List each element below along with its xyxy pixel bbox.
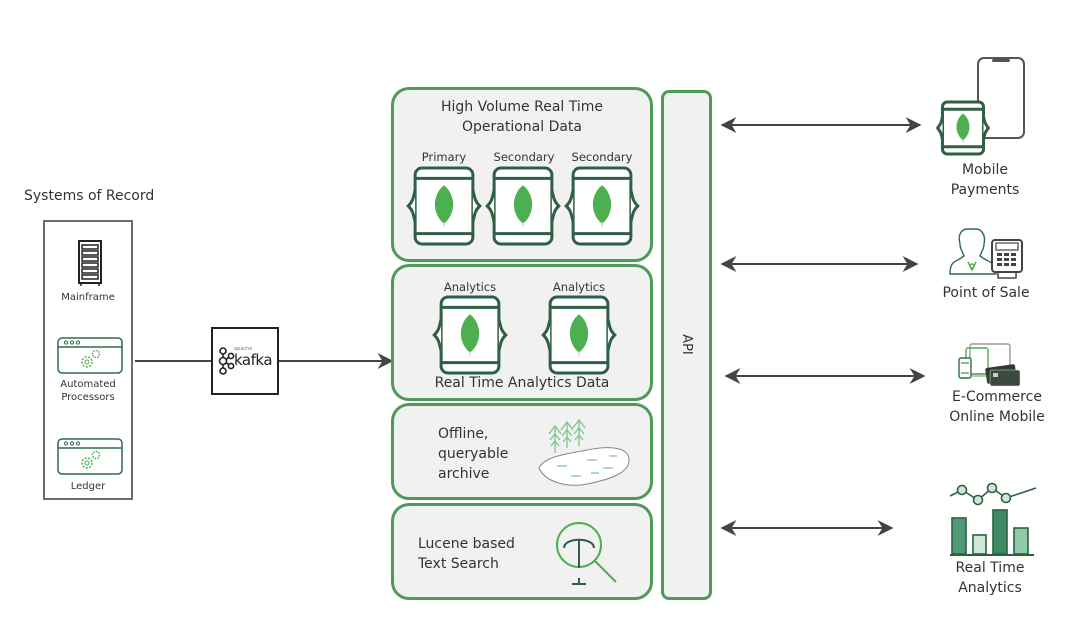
kafka-logo-icon [218, 347, 235, 375]
node-label-secondary-1: Secondary [493, 150, 555, 164]
automated-processors-label: Automated Processors [60, 379, 116, 403]
left-brace [406, 189, 417, 223]
right-brace [606, 318, 617, 352]
right-brace [550, 189, 561, 223]
app-window-gears-icon [57, 337, 123, 374]
left-brace [541, 318, 552, 352]
client-label-ecommerce: E-Commerce Online Mobile [949, 389, 1045, 425]
right-brace [497, 318, 508, 352]
data-lake-icon [538, 418, 630, 486]
mainframe-label: Mainframe [61, 292, 115, 303]
api-bar [661, 90, 712, 600]
client-label-point-of-sale: Point of Sale [942, 285, 1030, 301]
mongodb-node-icon [935, 100, 991, 156]
left-brace [564, 189, 575, 223]
kafka-sublabel: apache [234, 346, 253, 352]
archive-panel: Offline, queryable archive [391, 403, 653, 500]
mongodb-node-icon [541, 295, 617, 375]
systems-of-record-box: Mainframe Automated Processors Ledger [43, 220, 133, 500]
mongodb-node-icon [485, 166, 561, 246]
analytics-panel-title: Real Time Analytics Data [434, 375, 610, 391]
text-search-panel-text: Lucene based Text Search [418, 536, 515, 572]
client-label-mobile-payments: Mobile Payments [950, 162, 1020, 198]
mobile-payments-icon [977, 57, 1025, 139]
right-brace [629, 189, 640, 223]
leaf [434, 185, 454, 224]
client-label-real-time-analytics: Real Time Analytics [955, 560, 1025, 596]
systems-of-record-title: Systems of Record [24, 188, 155, 204]
node-label-analytics-2: Analytics [552, 280, 606, 294]
analytics-data-panel: Analytics Analytics Real Time Analytics … [391, 264, 653, 401]
ecommerce-icon [958, 343, 1021, 387]
leaf [592, 185, 612, 224]
leaf [513, 185, 533, 224]
left-brace [485, 189, 496, 223]
leaf [460, 314, 480, 353]
node-label-primary: Primary [421, 150, 467, 164]
kafka-label: kafka [234, 351, 273, 369]
point-of-sale-icon [949, 228, 1023, 279]
operational-panel-title: High Volume Real Time Operational Data [440, 99, 604, 135]
analytics-chart-icon [949, 482, 1037, 556]
mongodb-node-icon [432, 295, 508, 375]
right-brace [982, 116, 991, 140]
leaf [569, 314, 589, 353]
node-label-secondary-2: Secondary [571, 150, 633, 164]
text-search-panel: Lucene based Text Search [391, 503, 653, 600]
mongodb-node-icon [564, 166, 640, 246]
mongodb-node-icon [406, 166, 482, 246]
operational-data-panel: High Volume Real Time Operational Data P… [391, 87, 653, 262]
ledger-label: Ledger [70, 481, 106, 492]
archive-panel-text: Offline, queryable archive [438, 426, 509, 482]
right-brace [471, 189, 482, 223]
text-search-icon [556, 522, 617, 585]
node-label-analytics-1: Analytics [443, 280, 497, 294]
kafka-box: apache kafka [211, 327, 279, 395]
api-label: API [679, 334, 694, 355]
left-brace [432, 318, 443, 352]
left-brace [935, 116, 944, 140]
server-rack-icon [78, 240, 102, 286]
app-window-gears-icon [57, 438, 123, 475]
leaf [956, 113, 970, 141]
